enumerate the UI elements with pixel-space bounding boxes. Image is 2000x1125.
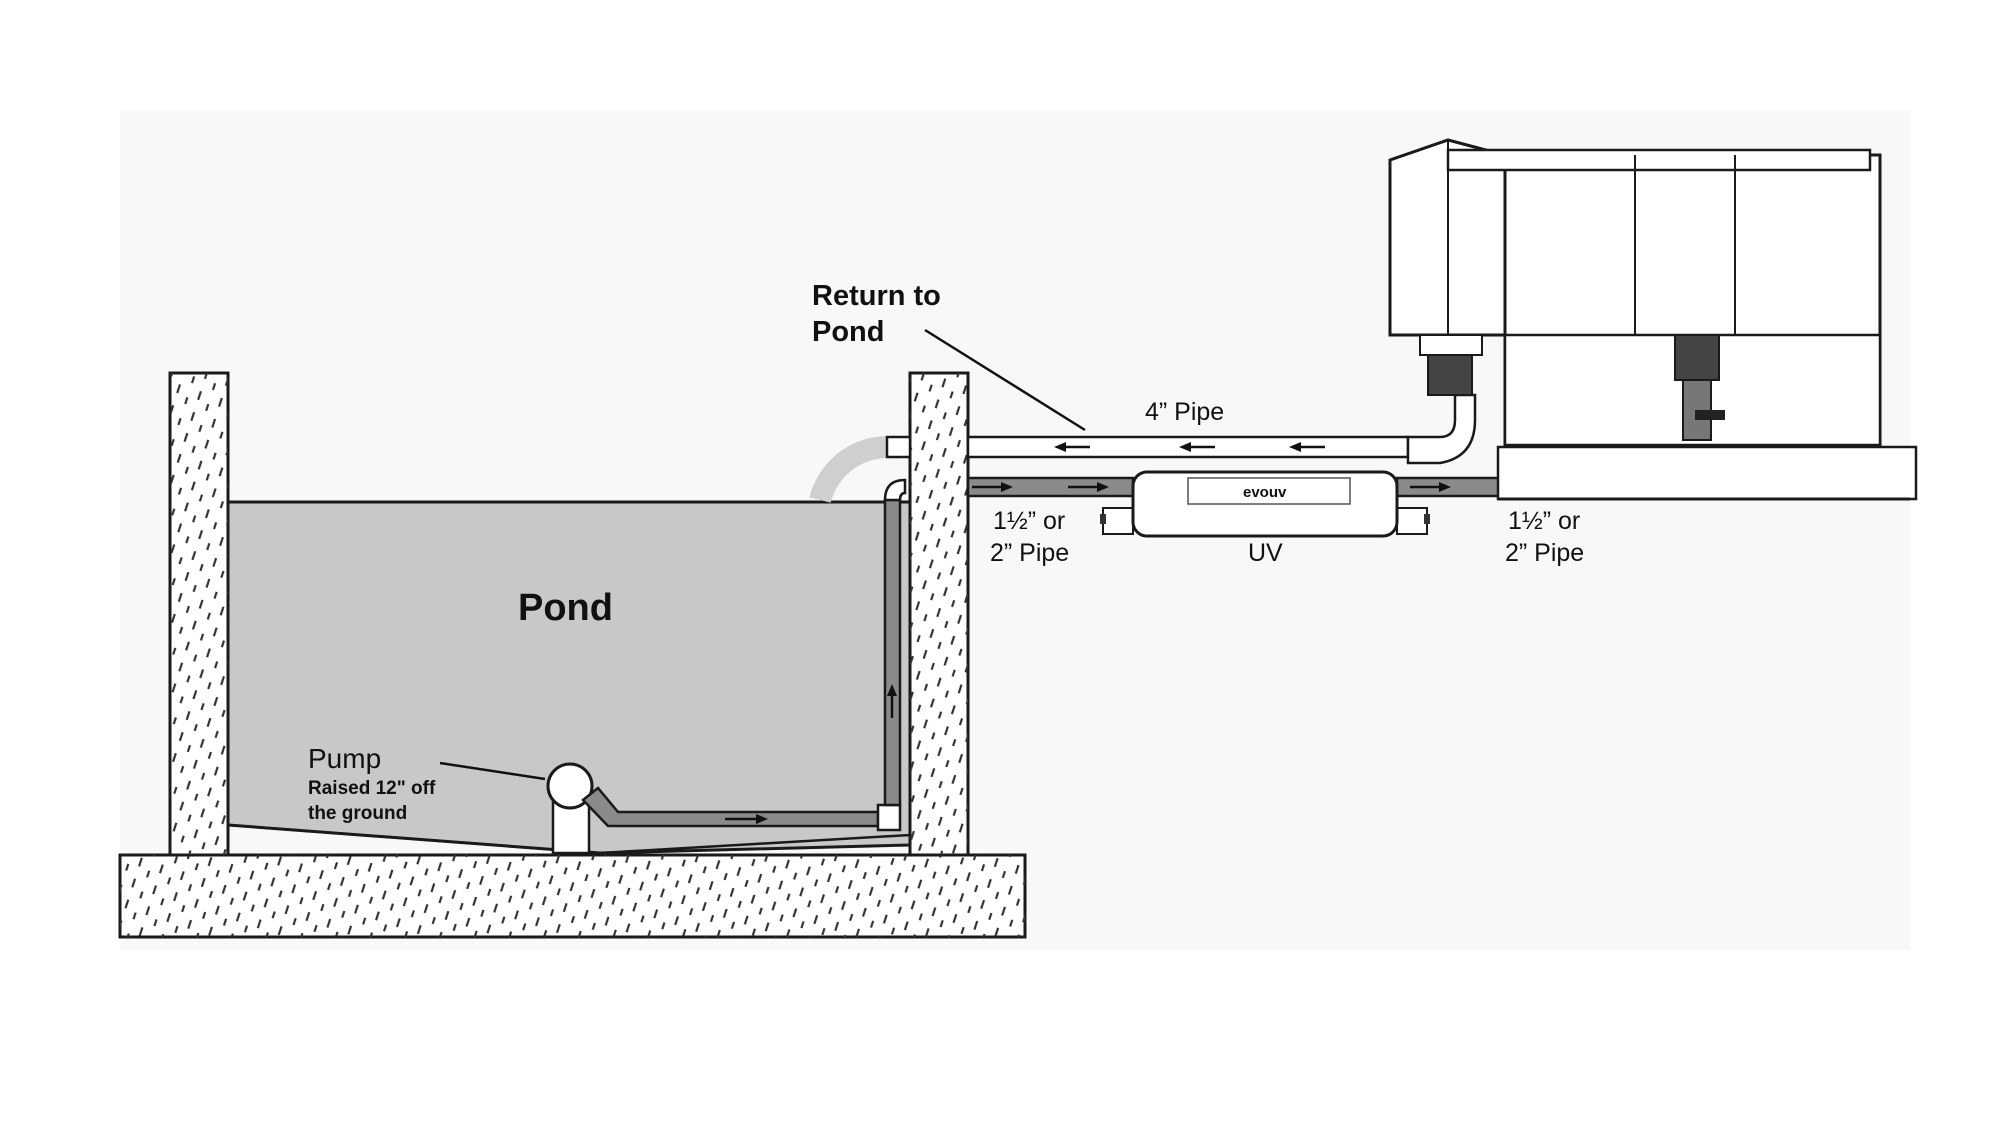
- return-pointer-line: [924, 328, 1086, 432]
- pump-note-line1: Raised 12" off: [308, 778, 436, 799]
- pond-left-wall: [168, 371, 230, 857]
- uv-brand-label: evouv: [1243, 484, 1287, 501]
- supply-pipe-in-pond: [581, 478, 907, 832]
- uv-label: UV: [1248, 539, 1283, 567]
- return-4in-pipe: [885, 393, 1477, 465]
- pond-label: Pond: [518, 587, 613, 629]
- right-pipe-label-line1: 1½” or: [1508, 507, 1580, 535]
- ground-slab: [118, 853, 1027, 939]
- filter-unit: [1388, 138, 1918, 501]
- pond-right-wall: [908, 371, 970, 857]
- four-inch-pipe-label: 4” Pipe: [1145, 398, 1224, 426]
- pump-note-line2: the ground: [308, 803, 407, 824]
- pump: [546, 762, 594, 855]
- return-label-line1: Return to: [812, 280, 941, 312]
- pump-label: Pump: [308, 743, 381, 774]
- return-flow-arrows: [1054, 442, 1325, 452]
- right-pipe-label-line2: 2” Pipe: [1505, 539, 1584, 567]
- return-label-line2: Pond: [812, 316, 885, 348]
- pump-pointer-line: [439, 761, 546, 781]
- left-pipe-label-line2: 2” Pipe: [990, 539, 1069, 567]
- uv-unit: evouv: [1100, 470, 1430, 538]
- left-pipe-label-line1: 1½” or: [993, 507, 1065, 535]
